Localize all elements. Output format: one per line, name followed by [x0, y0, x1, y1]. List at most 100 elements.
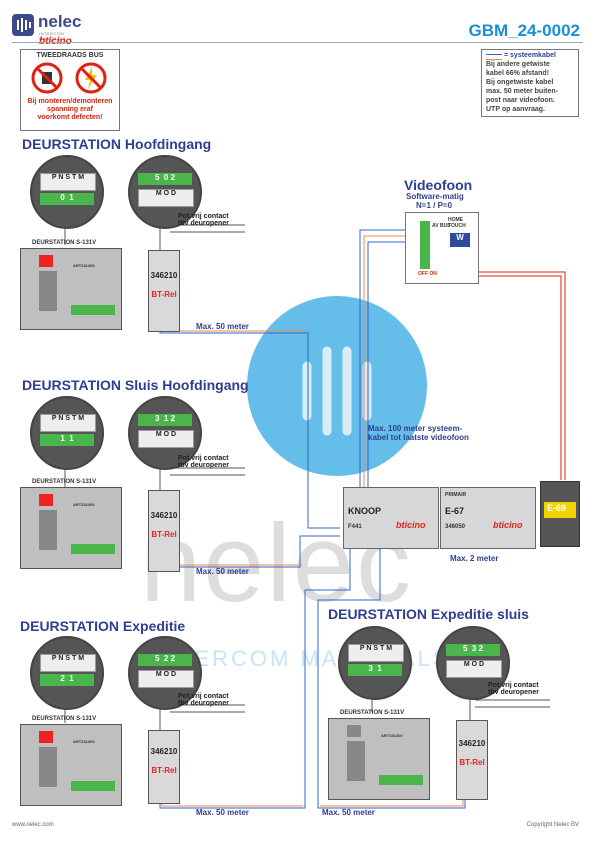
value-n: 2 — [60, 674, 65, 683]
footer-copyright: Copyright Nelec BV — [526, 822, 579, 828]
warning-line-1: Bij monteren/demonteren — [27, 98, 113, 105]
terminal-strip: P N S T M — [40, 414, 96, 432]
av-bus-terminals — [420, 221, 430, 269]
keypad-module — [39, 510, 57, 550]
keypad-module — [347, 741, 365, 781]
videofoon-title: Videofoon — [404, 177, 473, 193]
terminal-strip: P N S T M — [40, 654, 96, 672]
section-title-expeditie-sluis: DEURSTATION Expeditie sluis — [328, 606, 529, 622]
knoop-code: F441 — [348, 524, 362, 530]
warning-line-3: voorkomt defecten! — [37, 114, 103, 121]
terminal-block — [379, 775, 423, 785]
relay-code: 346210 — [458, 739, 486, 748]
keypad-module — [39, 271, 57, 311]
contact-note-4: Pot.vrij contact tbv deuropener — [488, 682, 539, 696]
value-n: 0 — [163, 173, 169, 182]
value-mod: 5 — [462, 644, 468, 653]
note-line-1: Bij andere getwiste — [486, 61, 550, 68]
value-mod: 3 — [154, 414, 160, 423]
videofoon-sub2: N=1 / P=0 — [416, 201, 453, 210]
footer-website: www.nelec.com — [12, 822, 54, 828]
camera-module — [39, 255, 53, 267]
relay-code: 346210 — [150, 511, 178, 520]
station-label: DEURSTATION S-131V — [32, 240, 97, 246]
brand-logo: nelec INTERCOM MATERIALS bticino — [12, 12, 92, 47]
terminal-values: 1 1 — [40, 434, 94, 446]
terminal-magnifier-left: P N S T M 2 1 — [30, 636, 104, 710]
contact-line-1: Pot.vrij contact — [488, 682, 539, 689]
av-bus-label: AV BUS — [432, 223, 451, 229]
no-plug-icon — [31, 62, 63, 94]
terminal-block — [71, 305, 115, 315]
relay-module: 346210 BT-Rel — [456, 720, 488, 800]
brand-sub: INTERCOM MATERIALS — [39, 31, 66, 41]
relay-strip: M O D — [138, 189, 194, 207]
contact-note-1: Pot.vrij contact tbv deuropener — [178, 213, 229, 227]
terminal-magnifier-left: P N S T M 3 1 — [338, 626, 412, 700]
note-line-2: kabel 66% afstand! — [486, 70, 550, 77]
relay-strip: M O D — [138, 670, 194, 688]
value-n: 3 — [368, 664, 373, 673]
relay-code: 346210 — [150, 271, 178, 280]
value-n: 3 — [471, 644, 477, 653]
no-voltage-icon — [75, 62, 107, 94]
videofoon-unit: AV BUS HOME TOUCH W OFF ON — [405, 212, 479, 284]
value-mod: 5 — [154, 654, 160, 663]
relay-values: 5 2 2 — [138, 654, 192, 666]
value-n: 0 — [60, 193, 65, 202]
terminal-magnifier-left: P N S T M 1 1 — [30, 396, 104, 470]
relay-magnifier-right: 5 3 2 M O D — [436, 626, 510, 700]
note-line-3: Bij ongetwiste kabel — [486, 79, 554, 86]
terminal-values: 3 1 — [348, 664, 402, 676]
warning-title: TWEEDRAADS BUS — [36, 52, 104, 59]
value-n: 1 — [60, 434, 65, 443]
relay-name: BT-Rel — [459, 758, 485, 767]
relay-code: 346210 — [150, 747, 178, 756]
relay-name: BT-Rel — [151, 766, 177, 775]
value-p: 2 — [170, 173, 176, 182]
distance-label: Max. 50 meter — [196, 808, 249, 817]
relay-values: 5 0 2 — [138, 173, 192, 185]
note-line-6: UTP op aanvraag. — [486, 106, 546, 113]
max-100-line-2: kabel tot laatste videofoon — [368, 433, 469, 442]
max-100-line-1: Max. 100 meter systeem- — [368, 424, 463, 433]
knoop-name: KNOOP — [348, 506, 382, 516]
panel-code: ART331300 — [381, 733, 403, 738]
contact-note-3: Pot.vrij contact tbv deuropener — [178, 693, 229, 707]
camera-module — [347, 725, 361, 737]
contact-line-1: Pot.vrij contact — [178, 455, 229, 462]
terminal-values: 0 1 — [40, 193, 94, 205]
relay-module: 346210 BT-Rel — [148, 250, 180, 332]
value-n: 2 — [163, 654, 169, 663]
contact-line-2: tbv deuropener — [488, 689, 539, 696]
warning-box: TWEEDRAADS BUS Bij monteren/demonteren s… — [20, 49, 120, 131]
watermark-logo — [247, 296, 427, 476]
note-line-5: post naar videofoon. — [486, 97, 555, 104]
relay-strip: M O D — [138, 430, 194, 448]
distance-label: Max. 50 meter — [196, 567, 249, 576]
e69-name: E-69 — [547, 503, 567, 513]
contact-line-1: Pot.vrij contact — [178, 213, 229, 220]
relay-module: 346210 BT-Rel — [148, 730, 180, 804]
door-station-panel: ART331300 — [20, 248, 122, 330]
value-p: 1 — [69, 434, 74, 443]
max-100-note: Max. 100 meter systeem- kabel tot laatst… — [368, 424, 469, 442]
relay-magnifier-right: 5 2 2 M O D — [128, 636, 202, 710]
warning-text: Bij monteren/demonteren spanning eraf vo… — [21, 98, 119, 122]
door-station-panel: ART331300 — [328, 718, 430, 800]
section-title-hoofdingang: DEURSTATION Hoofdingang — [22, 136, 212, 152]
relay-strip: M O D — [446, 660, 502, 678]
cable-note-lines: Bij andere getwiste kabel 66% afstand! B… — [486, 60, 558, 114]
e69-display — [544, 502, 576, 518]
door-station-panel: ART331300 — [20, 487, 122, 569]
value-p: 2 — [478, 644, 484, 653]
relay-magnifier-right: 5 0 2 M O D — [128, 155, 202, 229]
panel-code: ART331300 — [73, 739, 95, 744]
terminal-strip: P N S T M — [348, 644, 404, 662]
terminal-magnifier-left: P N S T M 0 1 — [30, 155, 104, 229]
station-label: DEURSTATION S-131V — [32, 716, 97, 722]
e67-primair: PRIMAIR — [445, 492, 467, 498]
camera-module — [39, 731, 53, 743]
relay-values: 3 1 2 — [138, 414, 192, 426]
value-mod: 5 — [154, 173, 160, 182]
